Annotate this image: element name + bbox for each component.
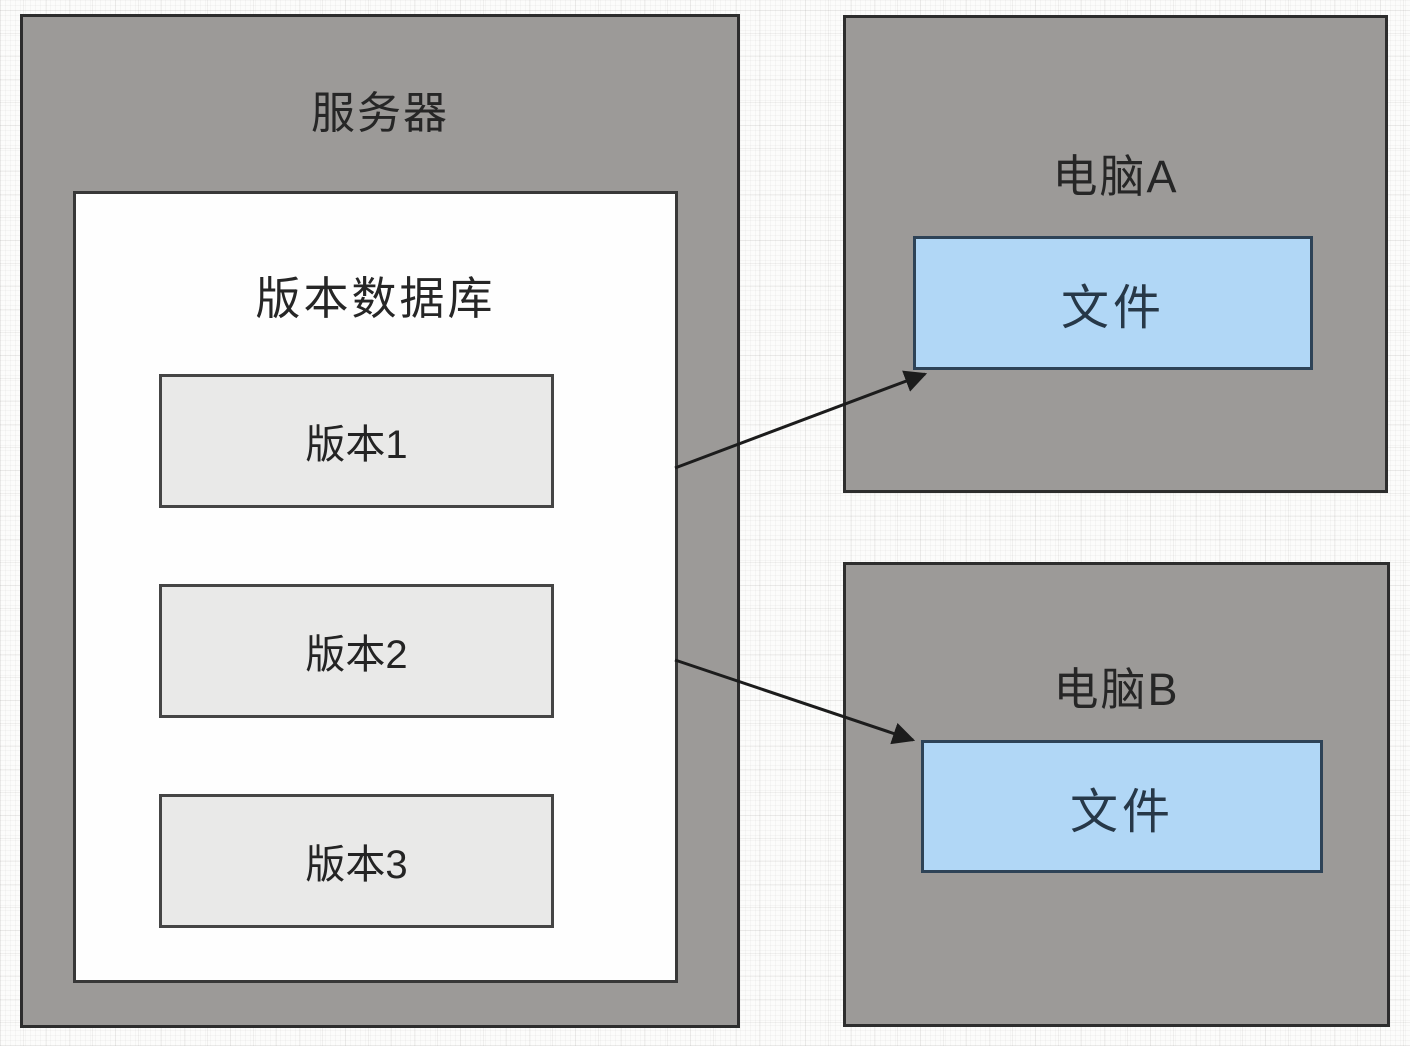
computer-a-title: 电脑A — [1052, 151, 1179, 202]
version-database-box: 版本数据库 版本1 版本2 版本3 — [73, 191, 678, 983]
computer-a-file-box: 文件 — [913, 236, 1313, 370]
server-box: 服务器 版本数据库 版本1 版本2 版本3 — [20, 14, 740, 1028]
version-database-title: 版本数据库 — [255, 273, 496, 324]
computer-a-box: 电脑A 文件 — [843, 15, 1388, 493]
version-1-box: 版本1 — [159, 374, 554, 508]
computer-b-title: 电脑B — [1053, 664, 1180, 715]
computer-b-file-box: 文件 — [921, 740, 1323, 873]
server-title: 服务器 — [311, 89, 449, 138]
computer-b-box: 电脑B 文件 — [843, 562, 1390, 1027]
version-2-box: 版本2 — [159, 584, 554, 718]
version-3-box: 版本3 — [159, 794, 554, 928]
